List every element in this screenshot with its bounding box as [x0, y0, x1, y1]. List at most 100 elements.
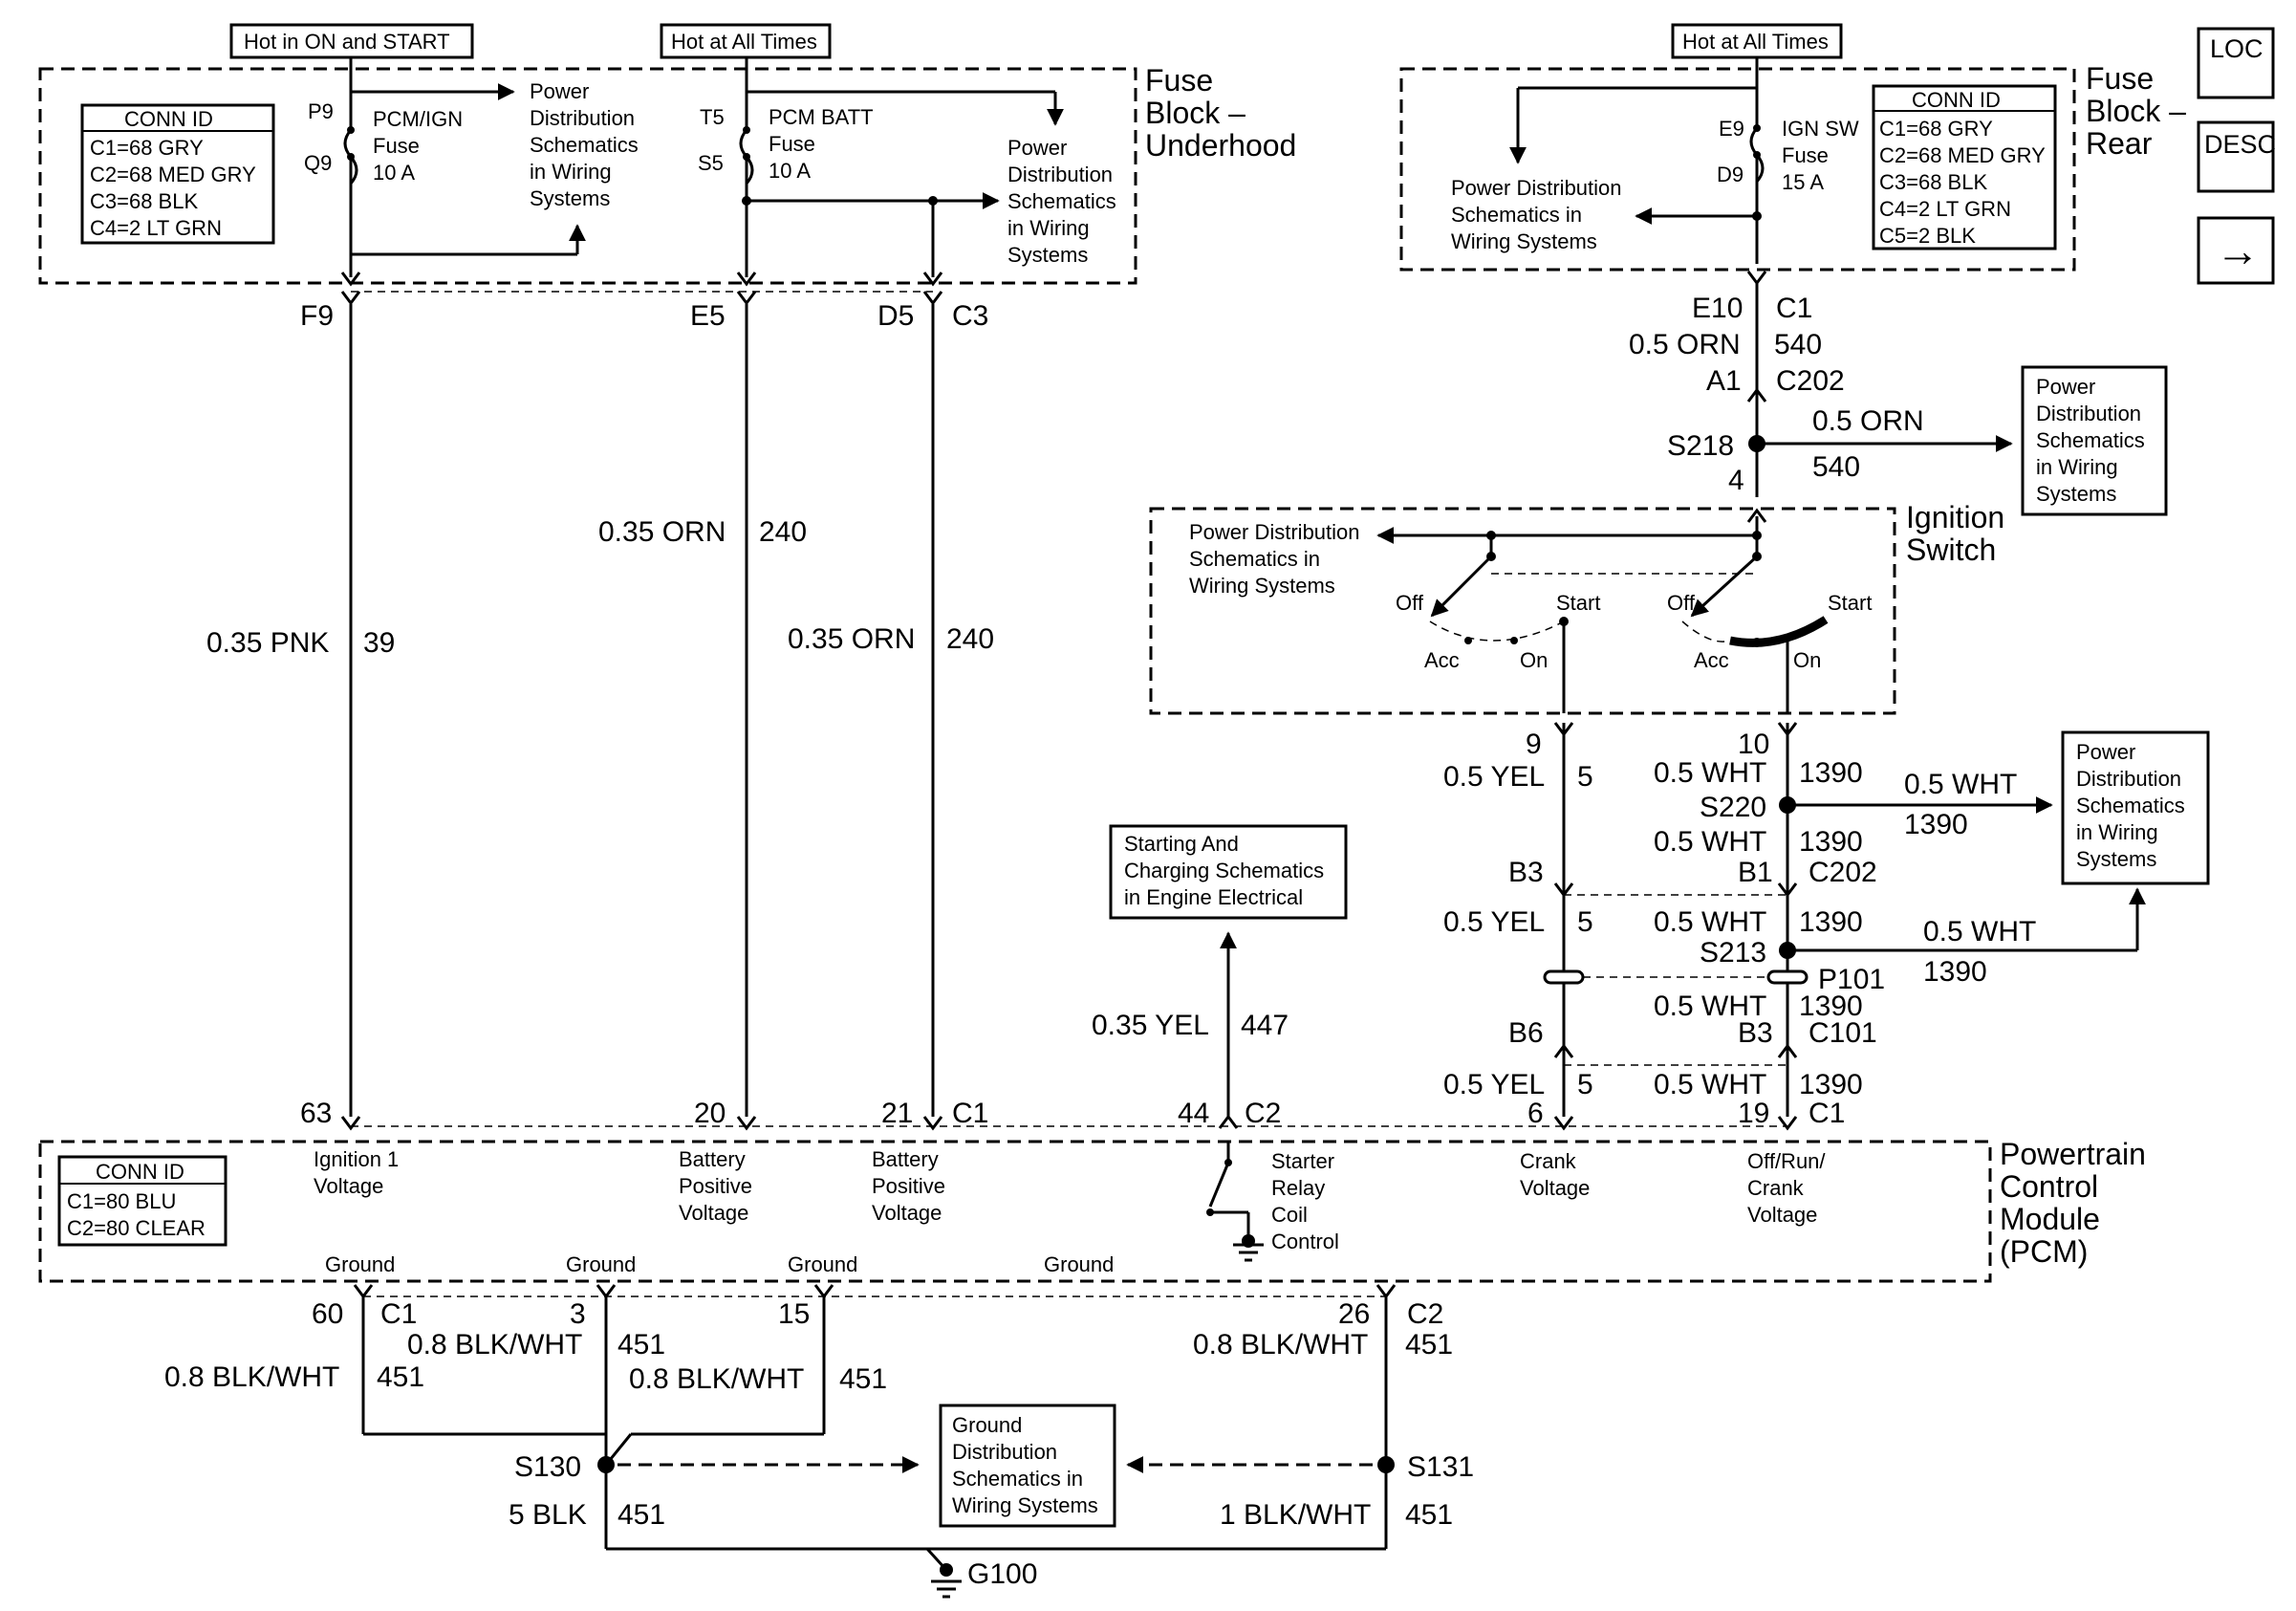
pcm-pin-3: 3 [570, 1298, 586, 1330]
starting-box-text: Starting And [1124, 832, 1239, 856]
pass-through-icon [1766, 969, 1809, 985]
switch-pos-off: Off [1396, 591, 1424, 615]
pcm-input-label: Relay [1271, 1176, 1325, 1200]
ground-label-g100: G100 [967, 1558, 1037, 1590]
wire-color: 0.35 ORN [598, 516, 726, 548]
pd-ref-text: Power Distribution [1189, 520, 1360, 544]
pcm-input-label: Voltage [314, 1174, 383, 1198]
pin-f9: F9 [300, 300, 334, 332]
pd-ref-text: Schematics in [1189, 547, 1320, 571]
conn-id-row: C1=80 BLU [67, 1189, 176, 1213]
conn-id-row: C3=68 BLK [90, 189, 198, 213]
fuse1-top-pin: P9 [308, 99, 334, 123]
pcm-input-label: Off/Run/ [1747, 1149, 1826, 1173]
wire-circuit: 451 [839, 1363, 887, 1395]
pd-ref-text: in Wiring [1007, 216, 1090, 240]
pd-ref-text: Power [530, 79, 589, 103]
fuse-block-underhood [38, 67, 1137, 285]
wire-color: 5 BLK [509, 1499, 587, 1531]
pcm-input-label: Ignition 1 [314, 1147, 399, 1171]
connector-pin-icon [1777, 882, 1798, 898]
rear-fuse-top-pin: E9 [1719, 117, 1744, 141]
wire-circuit: 5 [1577, 906, 1593, 938]
connector-pin-icon [1553, 1043, 1574, 1058]
wire-circuit: 1390 [1799, 906, 1863, 938]
pd-ref-text: Power [2036, 375, 2095, 399]
pcm-module [38, 1140, 1992, 1283]
pcm-pin-26: 26 [1338, 1298, 1370, 1330]
starting-box-text: in Engine Electrical [1124, 885, 1303, 909]
pcm-conn-c2: C2 [1245, 1098, 1281, 1129]
wire-circuit: 1390 [1904, 809, 1968, 840]
pd-ref-text: Schematics [1007, 189, 1116, 213]
pin-c3: C3 [952, 300, 988, 332]
transistor-switch-icon [1206, 1142, 1264, 1262]
hot-all-times-text-1: Hot at All Times [671, 30, 817, 54]
connector-pin-icon [1746, 387, 1767, 403]
connector-pin-icon [1218, 1114, 1239, 1129]
desc-button[interactable]: DESC [2197, 120, 2276, 193]
wire-circuit: 451 [1405, 1499, 1453, 1531]
pd-ref-text: Schematics [2036, 428, 2145, 452]
wire-circuit: 1390 [1799, 991, 1863, 1022]
wire-color: 0.5 ORN [1812, 405, 1924, 437]
ignition-switch [1149, 507, 1896, 715]
connector-pin-icon [922, 272, 943, 287]
rear-fuse-rating: 15 A [1782, 170, 1824, 194]
wire-color: 1 BLK/WHT [1220, 1499, 1371, 1531]
pcm-title: (PCM) [2000, 1234, 2088, 1269]
conn-p101: P101 [1818, 964, 1885, 995]
wire-color: 0.5 WHT [1923, 916, 2036, 947]
pd-ref-text: Power [2076, 740, 2135, 764]
conn-id-row: C2=68 MED GRY [90, 163, 256, 186]
connector-pin-icon [736, 291, 757, 306]
conn-id-table-underhood [80, 103, 275, 245]
rear-fuse-name: IGN SW [1782, 117, 1859, 141]
fuse2-bottom-pin: S5 [698, 151, 724, 175]
next-page-button[interactable]: → [2197, 216, 2275, 285]
wire-color: 0.35 ORN [788, 623, 915, 655]
pcm-input-label: Voltage [1747, 1203, 1817, 1227]
pcm-ground-label: Ground [1044, 1252, 1114, 1276]
wire-circuit: 451 [377, 1361, 424, 1393]
splice-label-s130: S130 [514, 1451, 581, 1483]
conn-19: 19 [1738, 1098, 1769, 1129]
pd-ref-text: Schematics in [1451, 203, 1582, 227]
conn-10: 10 [1738, 729, 1769, 760]
connector-pin-icon [922, 1116, 943, 1131]
pcm-conn-c2: C2 [1407, 1298, 1443, 1330]
pd-ref-text: Schematics [2076, 794, 2185, 817]
wire-circuit: 447 [1241, 1010, 1289, 1041]
wire-color: 0.5 WHT [1654, 906, 1766, 938]
wire-color: 0.5 YEL [1443, 1069, 1545, 1100]
pcm-pin-63: 63 [300, 1098, 332, 1129]
connector-pin-icon [1777, 1116, 1798, 1131]
loc-button[interactable]: LOC [2197, 27, 2275, 99]
hot-on-start-text: Hot in ON and START [244, 30, 450, 54]
fuse-block-rear-title-1: Fuse [2086, 61, 2154, 96]
pcm-pin-15: 15 [778, 1298, 810, 1330]
pcm-pin-21: 21 [881, 1098, 913, 1129]
fuse1-name: Fuse [373, 134, 420, 158]
conn-6: 6 [1527, 1098, 1544, 1129]
conn-id-table-pcm [57, 1155, 227, 1247]
pd-ref-text: Power Distribution [1451, 176, 1622, 200]
connector-pin-icon [340, 272, 361, 287]
desc-label: DESC [2204, 130, 2276, 159]
pcm-input-label: Battery [679, 1147, 746, 1171]
conn-id-row: C3=68 BLK [1879, 170, 1987, 194]
fuse1-name: PCM/IGN [373, 107, 463, 131]
splice-label-s218: S218 [1667, 430, 1734, 462]
pcm-input-label: Control [1271, 1230, 1339, 1253]
wire-color: 0.8 BLK/WHT [1193, 1329, 1368, 1361]
conn-id-row: C4=2 LT GRN [90, 216, 222, 240]
conn-id-row: C5=2 BLK [1879, 224, 1976, 248]
ground-box-text: Ground [952, 1413, 1022, 1437]
fuse-block-underhood-title-2: Block – [1145, 96, 1245, 130]
pd-ref-text: Systems [1007, 243, 1088, 267]
wire-circuit: 1390 [1923, 956, 1987, 988]
pd-box-s218 [2021, 365, 2168, 516]
fuse2-name: Fuse [769, 132, 815, 156]
wire-color: 0.8 BLK/WHT [629, 1363, 804, 1395]
